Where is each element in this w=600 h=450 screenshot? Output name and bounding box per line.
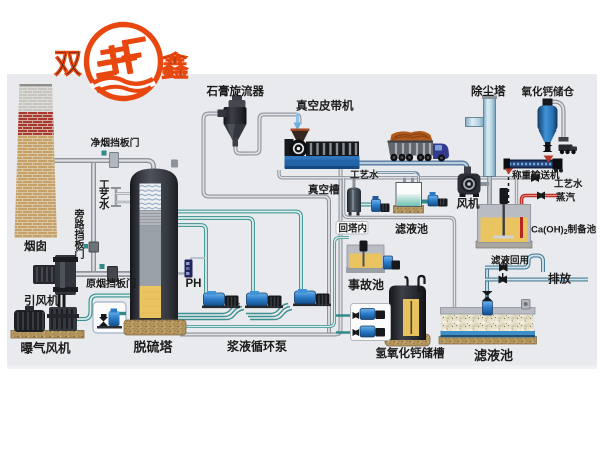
svg-text:艺: 艺 [99, 188, 110, 201]
svg-text:水: 水 [98, 198, 110, 211]
svg-text:事故池: 事故池 [348, 277, 384, 292]
svg-text:Ca(OH)2制备池: Ca(OH)2制备池 [531, 224, 597, 237]
svg-text:鑫: 鑫 [161, 50, 189, 82]
svg-text:引风机: 引风机 [24, 294, 59, 308]
svg-text:双: 双 [54, 48, 82, 79]
svg-text:工: 工 [99, 179, 110, 191]
svg-text:氧化钙储仓: 氧化钙储仓 [521, 85, 575, 98]
svg-text:原烟挡板门: 原烟挡板门 [86, 277, 136, 290]
svg-text:旁: 旁 [74, 208, 85, 221]
svg-text:石膏旋流器: 石膏旋流器 [206, 84, 265, 98]
svg-text:挡: 挡 [75, 228, 85, 241]
svg-text:真空槽: 真空槽 [308, 183, 340, 196]
svg-text:PH: PH [186, 278, 202, 290]
svg-text:称重输送机: 称重输送机 [512, 170, 560, 182]
svg-text:滤液池: 滤液池 [474, 348, 513, 363]
svg-text:工艺水: 工艺水 [554, 178, 583, 190]
svg-text:脱硫塔: 脱硫塔 [134, 340, 174, 355]
svg-text:回塔内: 回塔内 [339, 223, 368, 235]
svg-text:蒸汽: 蒸汽 [556, 192, 576, 204]
svg-text:路: 路 [75, 218, 86, 231]
svg-text:门: 门 [75, 248, 85, 261]
svg-text:工艺水: 工艺水 [350, 169, 379, 181]
svg-text:氢氧化钙储槽: 氢氧化钙储槽 [376, 346, 445, 360]
svg-text:排放: 排放 [548, 272, 571, 286]
svg-text:真空皮带机: 真空皮带机 [296, 99, 354, 113]
svg-text:板: 板 [75, 238, 86, 251]
svg-text:风机: 风机 [457, 197, 480, 211]
svg-text:滤液池: 滤液池 [395, 222, 428, 236]
svg-text:曝气风机: 曝气风机 [21, 341, 72, 356]
svg-text:滤液回用: 滤液回用 [491, 255, 529, 267]
svg-text:烟囱: 烟囱 [24, 239, 47, 253]
svg-text:浆液循环泵: 浆液循环泵 [226, 339, 287, 354]
svg-text:除尘塔: 除尘塔 [471, 84, 506, 98]
svg-text:净烟挡板门: 净烟挡板门 [91, 136, 140, 149]
